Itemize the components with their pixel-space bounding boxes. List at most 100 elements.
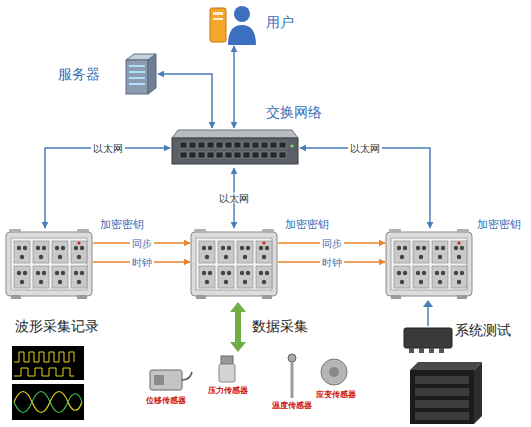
connector xyxy=(259,271,263,275)
connector xyxy=(221,271,225,275)
connector xyxy=(233,46,235,128)
edge-label: 时钟 xyxy=(320,257,344,268)
daq-chassis: 加密密钥波形采集记录 xyxy=(5,228,93,300)
io-module xyxy=(199,241,215,263)
io-module xyxy=(71,266,87,288)
rack-top xyxy=(410,362,482,370)
switch-port xyxy=(243,152,250,158)
connector xyxy=(246,271,250,275)
connector xyxy=(202,246,206,250)
switch-port xyxy=(180,142,187,148)
sensor-label: 温度传感器 xyxy=(272,401,312,411)
chassis-foot xyxy=(11,295,21,299)
server-front xyxy=(126,60,148,94)
edge-label: 以太网 xyxy=(217,193,251,204)
connector xyxy=(224,255,228,259)
switch-port xyxy=(207,142,214,148)
switch-port xyxy=(225,152,232,158)
switch-port xyxy=(198,142,205,148)
connector xyxy=(265,271,269,275)
switch-port xyxy=(180,152,187,158)
io-module xyxy=(33,241,49,263)
connector xyxy=(441,271,445,275)
chassis-handle xyxy=(77,229,89,233)
connector xyxy=(397,271,401,275)
connector xyxy=(243,280,247,284)
sensor-label: 压力传感器 xyxy=(208,386,248,396)
chassis-handle xyxy=(194,229,206,233)
connector xyxy=(20,280,24,284)
connector xyxy=(403,271,407,275)
chassis-panel xyxy=(196,238,272,290)
connector xyxy=(224,280,228,284)
connector xyxy=(259,246,263,250)
io-module xyxy=(256,266,272,288)
data-acquisition-arrow xyxy=(230,302,246,352)
io-module xyxy=(14,241,30,263)
rack-panel xyxy=(415,376,469,384)
connector xyxy=(208,271,212,275)
node-icon xyxy=(208,2,260,46)
status-light xyxy=(291,145,294,148)
sensor-label: 位移传感器 xyxy=(146,396,186,406)
connector xyxy=(77,255,81,259)
person-body xyxy=(228,25,256,45)
connector xyxy=(158,74,212,128)
switch-port xyxy=(261,142,268,148)
scope-screen xyxy=(12,346,84,380)
connector xyxy=(441,246,445,250)
square-wave xyxy=(14,352,74,362)
connector xyxy=(58,280,62,284)
edge-label: 同步 xyxy=(320,238,344,249)
chassis-foot xyxy=(77,295,87,299)
node-label: 交换网络 xyxy=(266,104,322,121)
switch-port xyxy=(234,152,241,158)
server-slot xyxy=(129,71,145,73)
switch-port xyxy=(270,142,277,148)
connector xyxy=(265,246,269,250)
connector xyxy=(438,280,442,284)
node-label: 加密密钥 xyxy=(285,218,329,231)
switch-top xyxy=(172,130,298,138)
connector xyxy=(243,255,247,259)
connector xyxy=(36,271,40,275)
connector xyxy=(435,246,439,250)
switch-port xyxy=(252,152,259,158)
io-module xyxy=(432,241,448,263)
switch-port xyxy=(189,152,196,158)
displacement-sensor xyxy=(150,370,182,390)
connector xyxy=(36,246,40,250)
adapter-pin xyxy=(429,348,434,353)
switch-port xyxy=(279,152,286,158)
connector xyxy=(45,148,170,228)
connector xyxy=(42,246,46,250)
io-module xyxy=(71,241,87,263)
chassis-frame xyxy=(6,232,92,296)
connector xyxy=(422,246,426,250)
double-arrow xyxy=(230,302,246,352)
daq-chassis: 加密密钥系统测试 xyxy=(385,228,473,300)
node-icon xyxy=(122,52,158,96)
chassis-foot xyxy=(391,295,401,299)
connector xyxy=(205,280,209,284)
connector xyxy=(400,280,404,284)
chassis-panel xyxy=(11,238,87,290)
chassis-frame xyxy=(386,232,472,296)
chassis-panel xyxy=(391,238,467,290)
pressure-sensor-head xyxy=(221,356,233,364)
node-icon xyxy=(170,128,300,168)
connector xyxy=(55,271,59,275)
tower-detail xyxy=(213,12,223,15)
connector xyxy=(39,255,43,259)
switch-port xyxy=(270,152,277,158)
adapter-pin xyxy=(409,348,414,353)
tower-detail xyxy=(213,18,223,20)
equipment-rack xyxy=(410,370,474,424)
server-slot xyxy=(129,77,145,79)
switch-port xyxy=(261,152,268,158)
io-module xyxy=(237,266,253,288)
connector xyxy=(262,255,266,259)
test-arrow xyxy=(427,305,429,326)
